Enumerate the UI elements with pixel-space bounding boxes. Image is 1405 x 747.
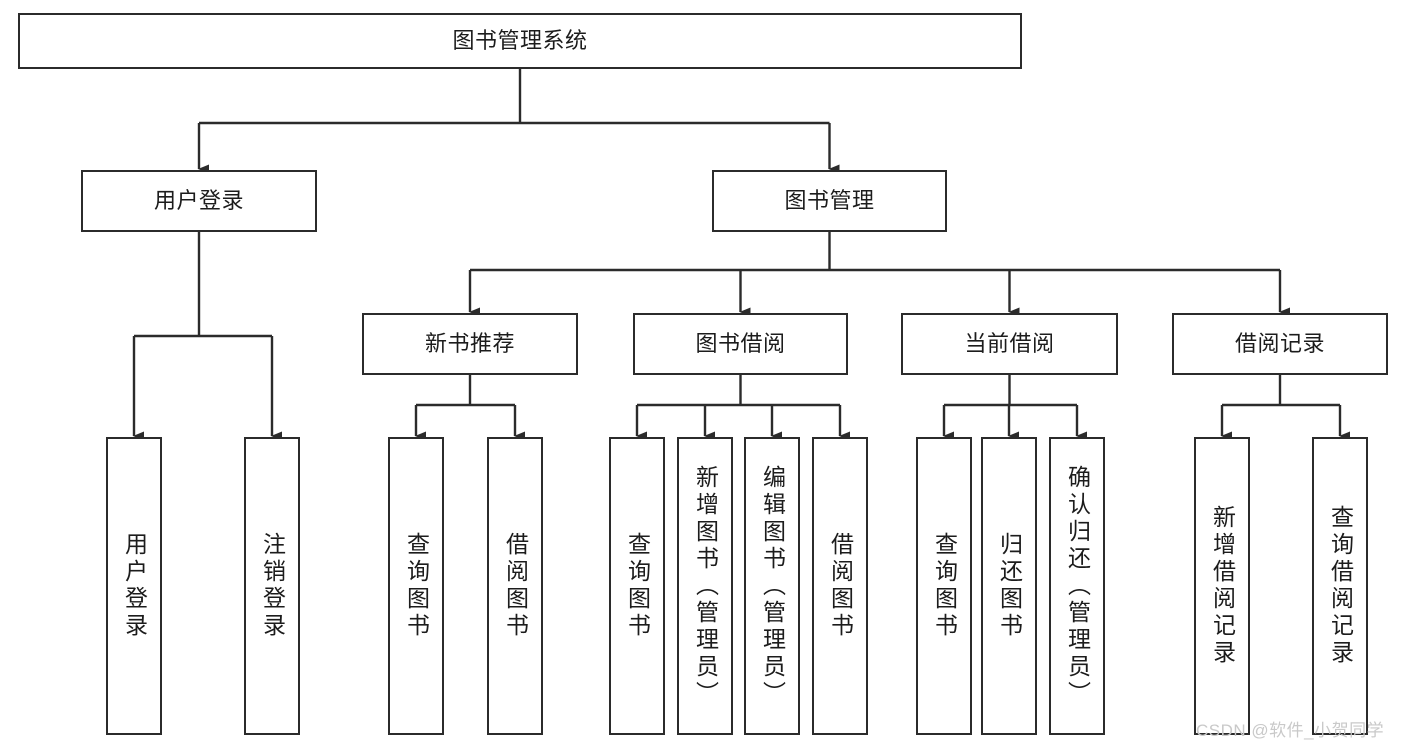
node-login[interactable]: 用户登录 xyxy=(81,170,317,232)
node-bookmgmt[interactable]: 图书管理 xyxy=(712,170,947,232)
node-leaf_q3[interactable]: 查询图书 xyxy=(916,437,972,735)
node-leaf_conf[interactable]: 确认归还（管理员） xyxy=(1049,437,1105,735)
node-leaf_q1[interactable]: 查询图书 xyxy=(388,437,444,735)
node-leaf_qrec[interactable]: 查询借阅记录 xyxy=(1312,437,1368,735)
node-label-leaf_b2: 借阅图书 xyxy=(827,532,854,640)
node-label-leaf_ret: 归还图书 xyxy=(996,532,1023,640)
node-leaf_q2[interactable]: 查询图书 xyxy=(609,437,665,735)
node-label-leaf_q3: 查询图书 xyxy=(931,532,958,640)
node-label-current: 当前借阅 xyxy=(964,330,1055,356)
node-label-leaf_q1: 查询图书 xyxy=(403,532,430,640)
node-label-leaf_logout: 注销登录 xyxy=(259,532,286,640)
node-leaf_ret[interactable]: 归还图书 xyxy=(981,437,1037,735)
node-label-leaf_conf: 确认归还（管理员） xyxy=(1064,464,1091,708)
node-label-bookmgmt: 图书管理 xyxy=(784,187,875,213)
node-label-leaf_qrec: 查询借阅记录 xyxy=(1327,505,1354,667)
node-leaf_b1[interactable]: 借阅图书 xyxy=(487,437,543,735)
node-newrec[interactable]: 新书推荐 xyxy=(362,313,578,375)
node-leaf_addrec[interactable]: 新增借阅记录 xyxy=(1194,437,1250,735)
node-label-leaf_b1: 借阅图书 xyxy=(502,532,529,640)
node-label-leaf_edit: 编辑图书（管理员） xyxy=(759,464,786,708)
node-leaf_logout[interactable]: 注销登录 xyxy=(244,437,300,735)
node-label-login: 用户登录 xyxy=(153,187,244,213)
node-leaf_login[interactable]: 用户登录 xyxy=(106,437,162,735)
node-leaf_b2[interactable]: 借阅图书 xyxy=(812,437,868,735)
node-label-newrec: 新书推荐 xyxy=(424,330,515,356)
node-borrow[interactable]: 图书借阅 xyxy=(633,313,848,375)
node-leaf_add[interactable]: 新增图书（管理员） xyxy=(677,437,733,735)
node-leaf_edit[interactable]: 编辑图书（管理员） xyxy=(744,437,800,735)
node-label-borrow: 图书借阅 xyxy=(695,330,786,356)
node-current[interactable]: 当前借阅 xyxy=(901,313,1118,375)
node-label-leaf_add: 新增图书（管理员） xyxy=(692,464,719,708)
node-root[interactable]: 图书管理系统 xyxy=(18,13,1022,69)
node-label-leaf_addrec: 新增借阅记录 xyxy=(1209,505,1236,667)
node-label-leaf_login: 用户登录 xyxy=(121,532,148,640)
node-records[interactable]: 借阅记录 xyxy=(1172,313,1388,375)
node-label-records: 借阅记录 xyxy=(1234,330,1325,356)
node-label-root: 图书管理系统 xyxy=(452,27,588,53)
node-label-leaf_q2: 查询图书 xyxy=(624,532,651,640)
edge-group xyxy=(132,69,1350,441)
